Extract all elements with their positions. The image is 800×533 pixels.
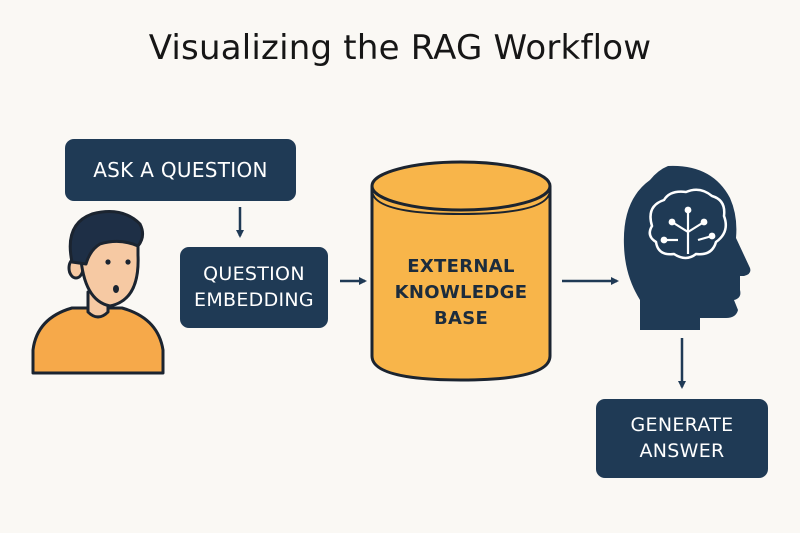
ask-question-box: ASK A QUESTION <box>65 139 296 201</box>
question-embedding-box: QUESTION EMBEDDING <box>180 247 328 328</box>
brain-head-icon <box>623 165 751 330</box>
person-icon <box>31 210 165 375</box>
database-icon <box>370 160 552 382</box>
knowledge-base-label: EXTERNAL KNOWLEDGE BASE <box>394 256 528 330</box>
generate-answer-box: GENERATE ANSWER <box>596 399 768 478</box>
diagram-title: Visualizing the RAG Workflow <box>148 28 652 68</box>
